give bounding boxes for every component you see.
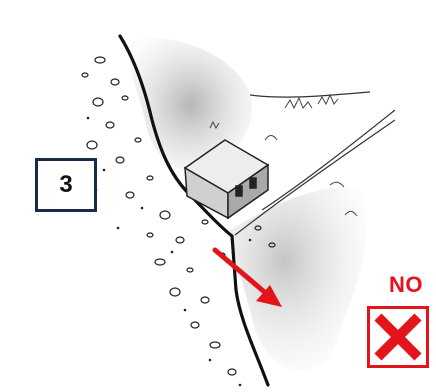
- verdict-box: [367, 306, 429, 368]
- step-number-box: 3: [35, 158, 97, 212]
- step-number: 3: [59, 171, 72, 199]
- verdict-label: NO: [389, 272, 423, 298]
- cross-icon: [370, 309, 426, 365]
